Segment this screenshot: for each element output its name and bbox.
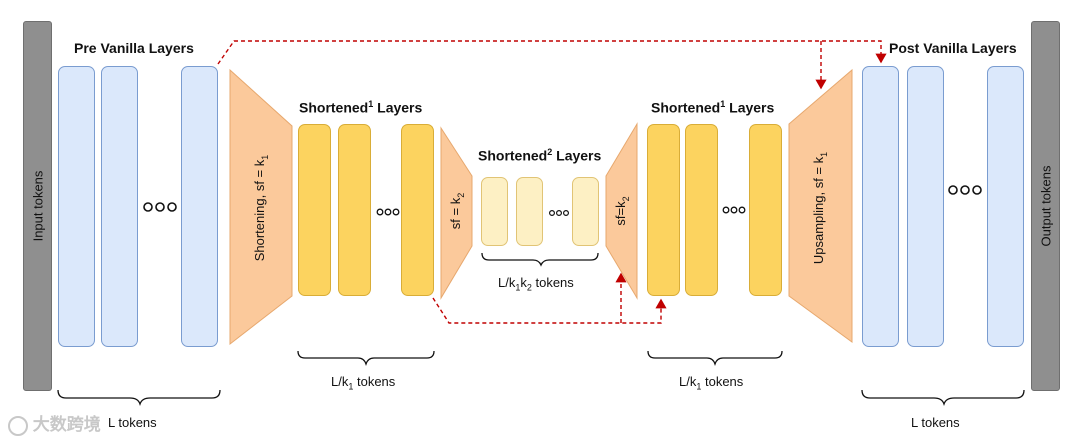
output-tokens-bar: Output tokens (1031, 21, 1060, 391)
input-tokens-label: Input tokens (30, 170, 45, 242)
shortened1-left-title: Shortened1 Layers (299, 99, 423, 116)
post-vanilla-brace (861, 389, 1025, 407)
shortened2-title: Shortened2 Layers (478, 147, 602, 164)
shortened1-right-layer-n (749, 124, 782, 296)
shortened2-caption: L/k1k2 tokens (498, 275, 574, 293)
shortened2-brace (481, 252, 599, 267)
shortened1-right-layer-2 (685, 124, 718, 296)
outer-residual-arrow (217, 40, 887, 65)
shortened1-left-layer-2 (338, 124, 371, 296)
inner-residual-arrow (432, 297, 667, 324)
watermark-logo: 大数跨境 (8, 410, 101, 436)
shortened1-right-brace (647, 350, 783, 367)
shortened1-left-caption: L/k1 tokens (331, 374, 396, 392)
shortened2-layer-n (572, 177, 599, 246)
post-vanilla-layer-2 (907, 66, 944, 347)
shortened1-right-ellipsis (722, 206, 746, 214)
shortened1-right-title: Shortened1 Layers (651, 99, 775, 116)
pre-vanilla-brace (57, 389, 221, 407)
shortened2-ellipsis (548, 210, 569, 217)
shortened1-left-ellipsis (376, 208, 400, 216)
pre-vanilla-layer-2 (101, 66, 138, 347)
shortening-label: Shortening, sf = k1 (252, 154, 270, 262)
inner-upsample-label: sf=k2 (613, 196, 631, 226)
post-vanilla-layer-n (987, 66, 1024, 347)
watermark-icon (8, 415, 28, 436)
shortened1-left-layer-n (401, 124, 434, 296)
shortened1-left-layer-1 (298, 124, 331, 296)
post-vanilla-caption: L tokens (911, 415, 960, 430)
post-vanilla-ellipsis (948, 185, 982, 195)
shortened1-left-brace (297, 350, 435, 367)
upsampling-label: Upsampling, sf = k1 (811, 151, 829, 265)
shortened2-layer-2 (516, 177, 543, 246)
shortened2-layer-1 (481, 177, 508, 246)
shortened1-right-layer-1 (647, 124, 680, 296)
pre-vanilla-title: Pre Vanilla Layers (74, 40, 194, 56)
pre-vanilla-ellipsis (143, 202, 177, 212)
pre-vanilla-layer-1 (58, 66, 95, 347)
inner-downsample-label: sf = k2 (448, 192, 466, 230)
shortened1-right-caption: L/k1 tokens (679, 374, 744, 392)
pre-vanilla-layer-n (181, 66, 218, 347)
pre-vanilla-caption: L tokens (108, 415, 157, 430)
output-tokens-label: Output tokens (1038, 165, 1053, 247)
post-vanilla-layer-1 (862, 66, 899, 347)
post-vanilla-title: Post Vanilla Layers (889, 40, 1017, 56)
input-tokens-bar: Input tokens (23, 21, 52, 391)
